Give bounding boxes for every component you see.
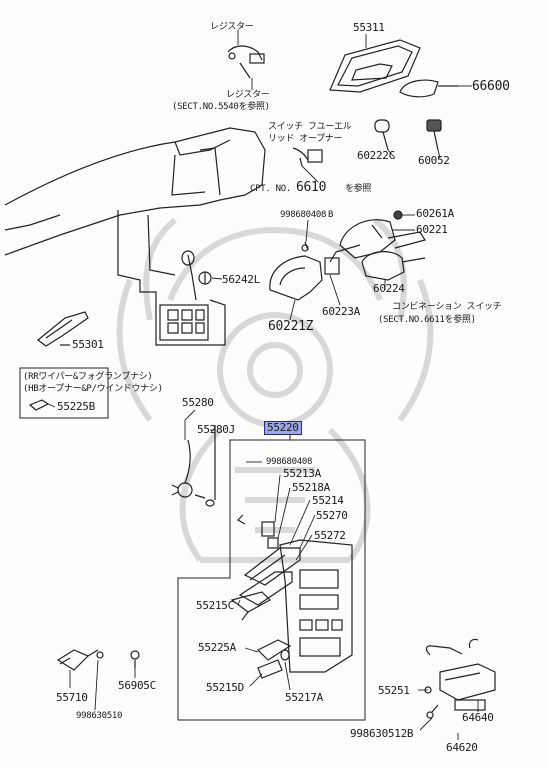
center-console-group: [177, 432, 366, 721]
leader-lines: [47, 30, 479, 740]
part-60222c: 60222C: [357, 149, 395, 162]
part-60261a: 60261A: [416, 207, 454, 220]
part-60221: 60221: [416, 223, 448, 236]
part-55280: 55280: [182, 396, 214, 409]
part-55272: 55272: [314, 529, 346, 542]
part-55225a: 55225A: [198, 641, 236, 654]
part-55311: 55311: [353, 21, 385, 34]
part-60224: 60224: [373, 282, 405, 295]
part-55215d: 55215D: [206, 681, 244, 694]
note-resister-sect: (SECT.NO.5540を参照): [172, 102, 270, 112]
part-60221z: 60221Z: [268, 319, 314, 334]
part-64620: 64620: [446, 741, 478, 754]
note-resister-top: レジスター: [210, 22, 254, 32]
note-box-line2: (HBオープナー&P/ウインドウナシ): [23, 384, 163, 394]
part-56242l: 56242L: [222, 273, 260, 286]
note-box-line1: (RRワイパー&フォグランプナシ): [23, 372, 153, 382]
part-55215c: 55215C: [196, 599, 234, 612]
part-998680408b: 998680408: [280, 210, 327, 220]
note-switch-line2: リッド オープナー: [268, 134, 343, 144]
part-6610: 6610: [296, 180, 327, 195]
top-parts: [227, 39, 458, 167]
part-55225b: 55225B: [57, 400, 95, 413]
part-998630512b: 998630512B: [350, 727, 414, 740]
part-55217a: 55217A: [285, 691, 323, 704]
watermark-logo: [116, 217, 434, 563]
part-56905c: 56905C: [118, 679, 156, 692]
part-55218a: 55218A: [292, 481, 330, 494]
note-resister: レジスター: [226, 90, 270, 100]
combination-switch: [198, 210, 426, 301]
note-switch-line1: スイッチ フユーエル: [268, 122, 352, 132]
part-55301: 55301: [72, 338, 104, 351]
right-bottom-parts: [424, 638, 496, 719]
part-60223a: 60223A: [322, 305, 360, 318]
note-combination-switch: コンビネーション スイッチ: [392, 302, 502, 312]
part-55251: 55251: [378, 684, 410, 697]
part-64640: 64640: [462, 711, 494, 724]
part-55280j: 55280J: [197, 423, 235, 436]
part-55213a: 55213A: [283, 467, 321, 480]
part-998680408: 998680408: [266, 457, 313, 467]
note-combination-sect: (SECT.NO.6611を参照): [378, 315, 476, 325]
part-60052: 60052: [418, 154, 450, 167]
part-998630510: 998630510: [76, 711, 123, 721]
sansho-label: を参照: [345, 184, 372, 194]
part-55214: 55214: [312, 494, 344, 507]
dashboard-outline: [4, 127, 266, 346]
part-55220-highlighted[interactable]: 55220: [264, 421, 302, 435]
part-998680408b-suffix: B: [328, 210, 334, 220]
part-55710: 55710: [56, 691, 88, 704]
part-66600: 66600: [472, 79, 510, 94]
left-parts: [19, 311, 216, 671]
cpt-no-label: CPT. NO.: [250, 184, 291, 194]
part-55270: 55270: [316, 509, 348, 522]
